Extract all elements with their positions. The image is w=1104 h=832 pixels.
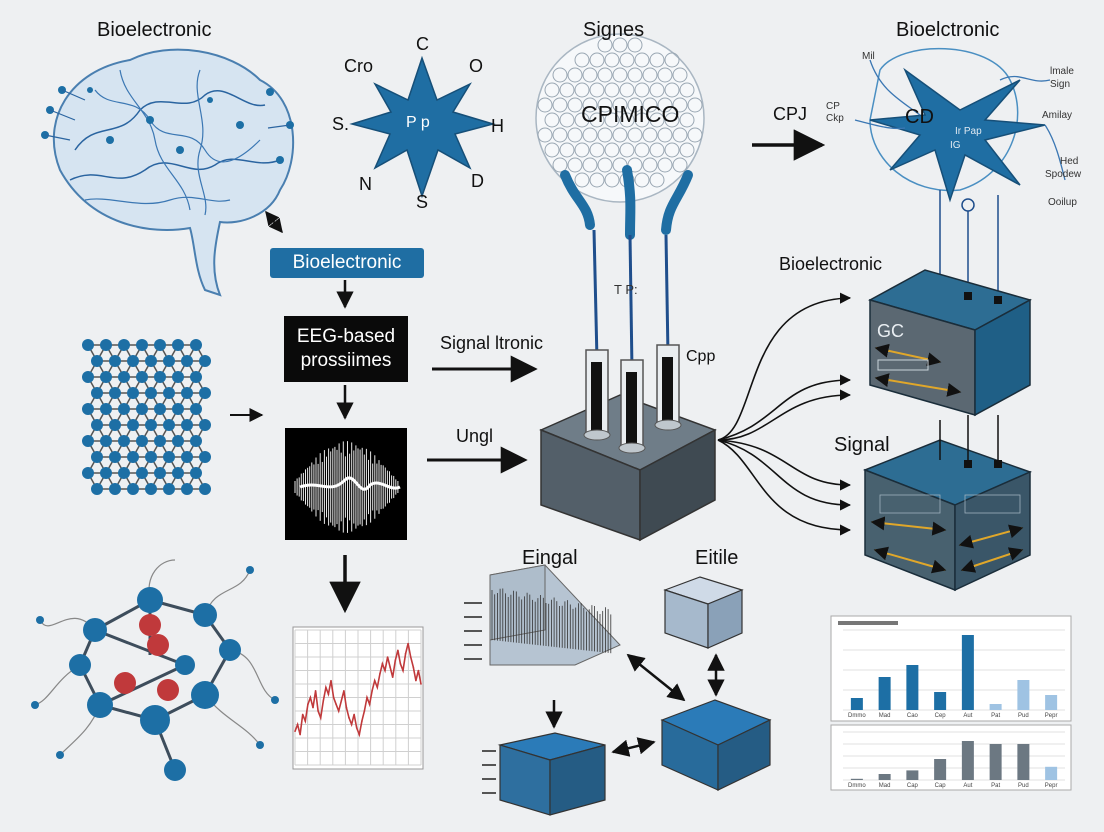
- box-section-label: Bioelectronic: [779, 254, 883, 274]
- bar: [1045, 695, 1058, 710]
- signal-surface: [489, 564, 621, 666]
- molecule-cluster: [31, 559, 279, 781]
- bar: [906, 665, 919, 710]
- line-chart: [292, 626, 424, 770]
- bar: [850, 698, 863, 710]
- brain-title: Bioelectronic: [97, 19, 212, 41]
- neuron-core-label-2: IG: [950, 140, 961, 151]
- molecule-letter-o: O: [469, 56, 484, 76]
- molecule-letter-cro: Cro: [344, 56, 374, 76]
- bar-tick-label: Pat: [991, 783, 1001, 789]
- molecule-center-label: P p: [406, 114, 430, 131]
- neuron-label-ckp: Ckp: [826, 113, 844, 124]
- bar: [1017, 680, 1030, 710]
- line-series-1: [294, 643, 422, 738]
- box-top-label: GC: [877, 321, 904, 341]
- neuron-right-label-6: Ooilup: [1048, 197, 1077, 208]
- unit-arrow-label: Ungl: [456, 426, 494, 446]
- eeg-box-line-1: EEG-based: [296, 326, 396, 348]
- bar-tick-label: Pepr: [1044, 783, 1058, 789]
- bar-tick-label: Pud: [1018, 783, 1029, 789]
- bar-tick-label: Pat: [991, 713, 1001, 719]
- molecule-letter-s-bottom: S: [416, 192, 429, 212]
- bar: [961, 635, 974, 710]
- bar: [1017, 744, 1030, 780]
- bar-tick-label: Cap: [934, 783, 946, 789]
- bar-tick-label: Aut: [963, 783, 973, 789]
- waveform-panel: [285, 428, 407, 540]
- bar: [989, 704, 1002, 710]
- neuron-center-label: CD: [905, 106, 934, 128]
- molecule-letter-n: N: [359, 174, 372, 194]
- neuron-arrow-label: CPJ: [773, 104, 808, 124]
- neuron-right-label-5: Spodew: [1045, 169, 1082, 180]
- molecule-letter-c: C: [416, 34, 429, 54]
- eeg-box-line-2: prossiimes: [300, 350, 392, 371]
- neuron-right-label-1: lmale: [1050, 66, 1074, 77]
- bar: [961, 741, 974, 780]
- bar: [989, 744, 1002, 780]
- neuron-right-label-3: Amilay: [1042, 110, 1073, 121]
- processing-box-top: [868, 269, 1032, 417]
- neuron-right-label-2: Sign: [1050, 79, 1071, 90]
- neuron-label-cp: CP: [826, 101, 840, 112]
- neuron-core-label: Ir Pap: [955, 126, 982, 137]
- bar-tick-label: Dmmo: [848, 783, 866, 789]
- bioelectronic-badge: Bioelectronic: [270, 248, 424, 278]
- processing-box-bottom: [862, 439, 1033, 592]
- bar-tick-label: Mad: [878, 783, 891, 789]
- neuron-illustration: [854, 47, 1066, 300]
- atom-lattice: [82, 339, 211, 495]
- eitile-label: Eitile: [695, 547, 739, 569]
- bar-tick-label: Pud: [1018, 713, 1029, 719]
- bar: [850, 778, 863, 780]
- neuron-title: Bioelctronic: [896, 19, 1000, 41]
- neuron-right-label-4: Hed: [1060, 156, 1079, 167]
- bar-tick-label: Cep: [934, 713, 946, 719]
- molecule-letter-d: D: [471, 171, 484, 191]
- bar-tick-label: Aut: [963, 713, 973, 719]
- molecule-letter-s-left: S.: [332, 114, 350, 134]
- box-signal-label: Signal: [834, 434, 890, 456]
- brain-illustration: [41, 48, 295, 297]
- star-molecule: [349, 55, 496, 199]
- bar-chart-top: [830, 615, 1072, 722]
- tube-label: T P:: [614, 282, 638, 297]
- signal-arrow-label: Signal ltronic: [440, 333, 544, 353]
- bar-tick-label: Cao: [906, 713, 918, 719]
- bar: [934, 692, 947, 710]
- eeg-processing-box: EEG-based prossiimes: [284, 316, 408, 382]
- bar: [1045, 766, 1058, 780]
- eingal-label: Eingal: [522, 547, 578, 569]
- neuron-label-mil: Mil: [862, 51, 875, 62]
- bar: [906, 770, 919, 780]
- bar: [934, 759, 947, 780]
- bar-tick-label: Pepr: [1044, 713, 1058, 719]
- bar-tick-label: Dmmo: [848, 713, 866, 719]
- tube-side-label: Cpp: [686, 348, 716, 365]
- bar-tick-label: Mad: [878, 713, 891, 719]
- cube-right: [660, 699, 772, 791]
- bar: [878, 774, 891, 780]
- bar-chart-bottom: [830, 724, 1072, 791]
- molecule-letter-h: H: [491, 116, 504, 136]
- sphere-center-label: CPIMICO: [581, 101, 680, 127]
- bar-tick-label: Cap: [906, 783, 918, 789]
- sphere-array: [535, 33, 705, 371]
- cube-eitile: [663, 576, 744, 649]
- bar: [878, 677, 891, 710]
- cube-left: [497, 732, 606, 816]
- sphere-title: Signes: [583, 19, 645, 41]
- electrode-box: [539, 344, 717, 542]
